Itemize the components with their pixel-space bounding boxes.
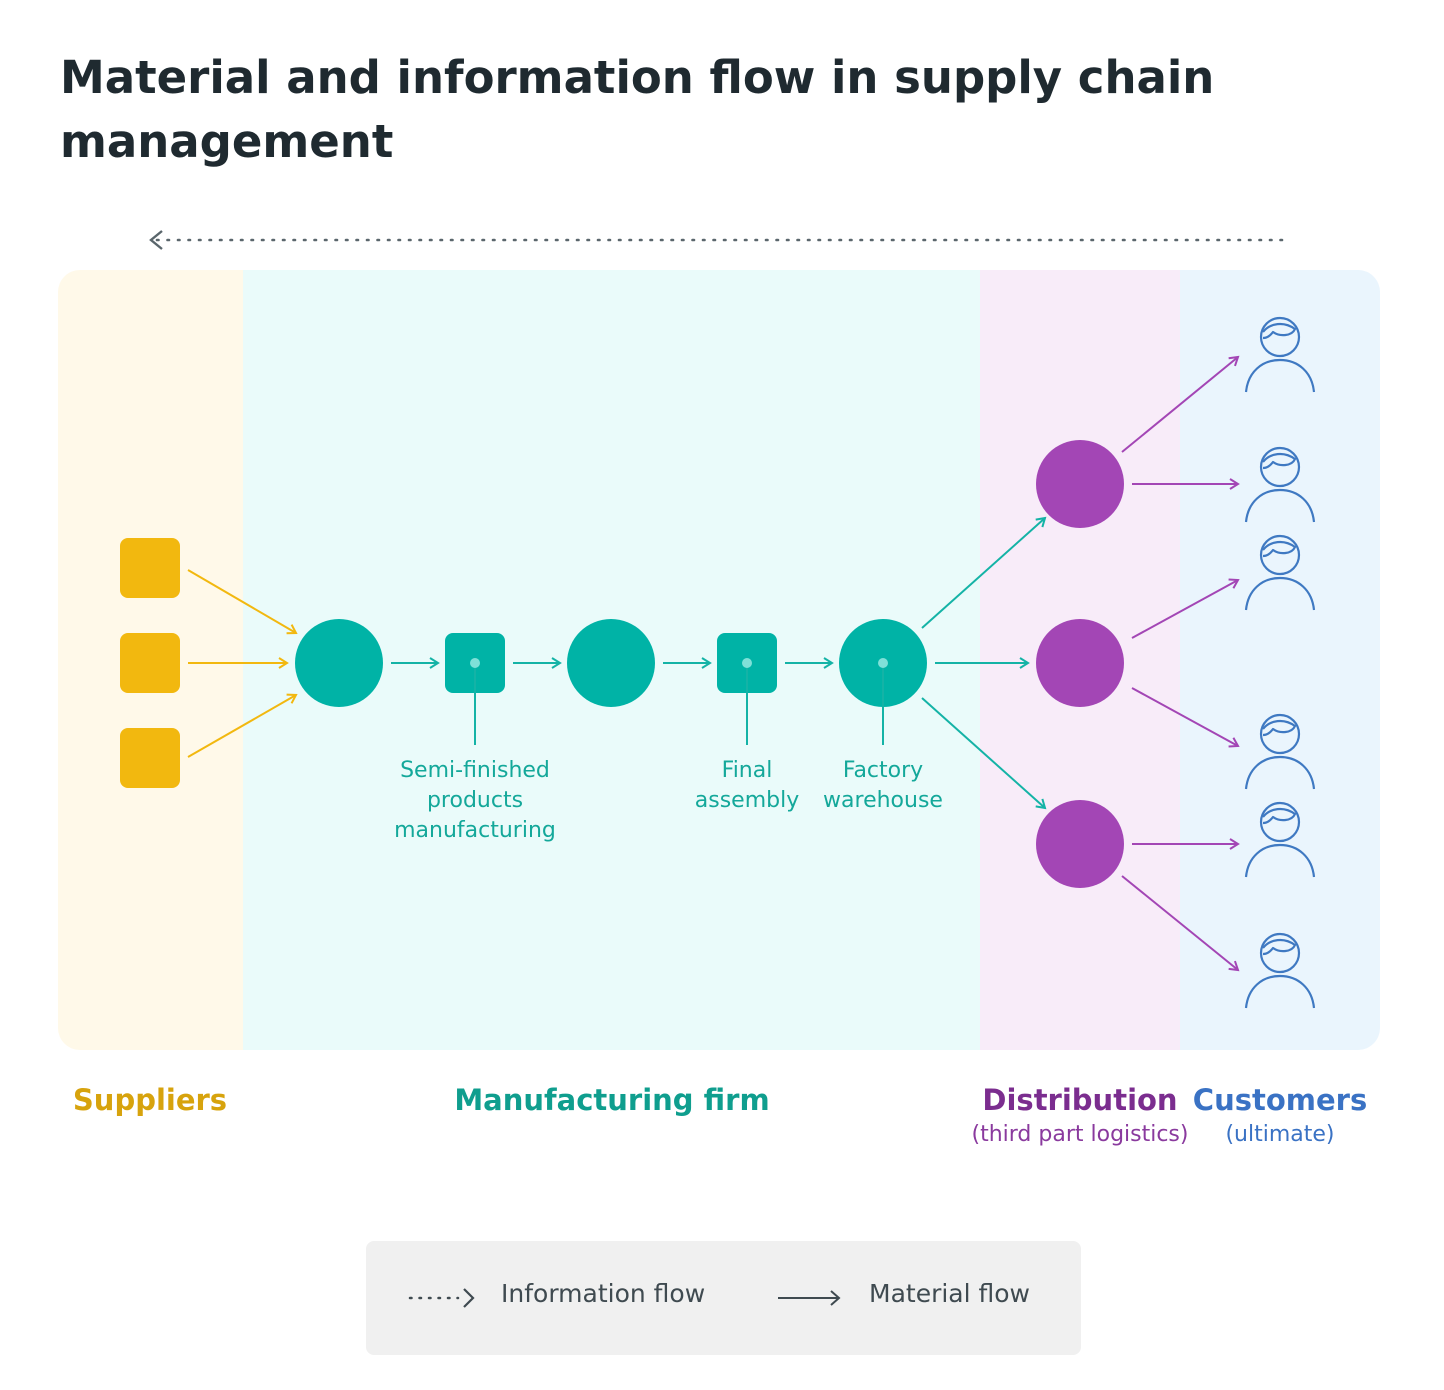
delivery-arrow: [1131, 578, 1240, 639]
information-flow-arrow: [149, 230, 1284, 250]
zone-label-suppliers: Suppliers: [72, 1083, 228, 1117]
distribution-arrows: [1121, 355, 1240, 972]
zone-sub-distribution: (third part logistics): [971, 1122, 1189, 1147]
customers-zone: [1180, 270, 1380, 1050]
legend: Information flow Material flow: [366, 1241, 1081, 1355]
page-title: Material and information flow in supply …: [60, 51, 1215, 168]
distribution-node: [1036, 619, 1124, 707]
supplier-arrows: [187, 569, 298, 758]
manufacturing-arrows: [391, 516, 1047, 810]
step-pointers: [470, 658, 888, 745]
distribution-node: [1036, 440, 1124, 528]
legend-material-flow: Material flow: [869, 1279, 1030, 1308]
information-flow-legend-icon: [408, 1288, 475, 1308]
supplier-arrow: [187, 569, 298, 635]
delivery-arrow: [1121, 875, 1240, 972]
distribution-node: [1036, 800, 1124, 888]
delivery-arrow: [1121, 355, 1240, 453]
material-flow-legend-icon: [778, 1290, 841, 1306]
delivery-arrow: [1131, 687, 1240, 748]
intermediate-node: [567, 619, 655, 707]
distribution-centers: [1036, 440, 1124, 888]
zone-label-distribution: Distribution: [982, 1083, 1178, 1117]
suppliers: [120, 538, 180, 788]
zone-label-manufacturing: Manufacturing firm: [454, 1083, 770, 1117]
step-label-factory-warehouse: Factory warehouse: [823, 758, 943, 813]
supplier-box: [120, 633, 180, 693]
raw-material-node: [295, 619, 383, 707]
supplier-arrow: [187, 693, 298, 758]
material-arrow: [921, 516, 1047, 629]
legend-information-flow: Information flow: [501, 1279, 706, 1308]
supplier-box: [120, 728, 180, 788]
zone-label-customers: Customers: [1192, 1083, 1368, 1117]
material-arrow: [921, 697, 1047, 810]
step-label-semi-finished: Semi-finished products manufacturing: [394, 758, 556, 843]
zone-sub-customers: (ultimate): [1225, 1122, 1335, 1147]
supplier-box: [120, 538, 180, 598]
step-label-final-assembly: Final assembly: [694, 758, 800, 813]
